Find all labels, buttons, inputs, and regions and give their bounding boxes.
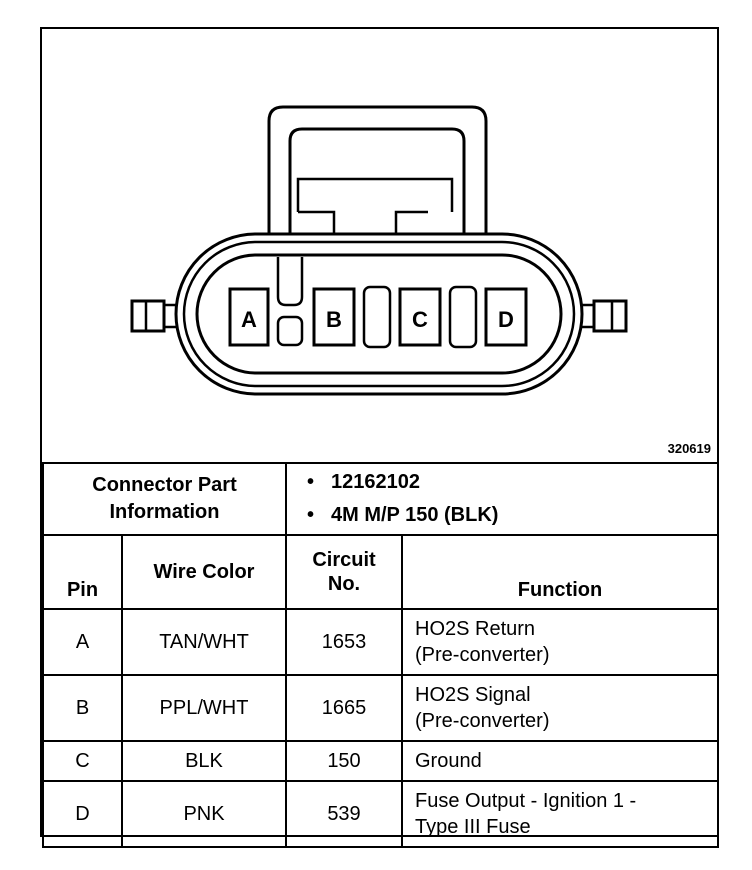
connector-table: Connector Part Information •12162102 •4M…	[42, 462, 720, 848]
connector-frame: A B C D 320619 Connector Part Informatio…	[40, 27, 720, 848]
cell-function: Fuse Output - Ignition 1 - Type III Fuse	[400, 780, 720, 848]
pin-a-label: A	[241, 307, 257, 332]
pin-d-cavity	[484, 287, 528, 347]
pin-b-cavity	[312, 287, 356, 347]
cell-circuit: 1653	[285, 608, 403, 676]
pin-c-label: C	[412, 307, 428, 332]
cell-function: HO2S Signal (Pre-converter)	[400, 674, 720, 742]
cell-pin: A	[42, 608, 123, 676]
cell-function: Ground	[400, 740, 720, 782]
spacer-1	[362, 285, 392, 349]
cell-wire-color: PPL/WHT	[121, 674, 287, 742]
spacer-2	[448, 285, 478, 349]
header-circuit: Circuit No.	[285, 534, 403, 610]
latch-inner	[288, 127, 466, 241]
connector-info-label-line1: Connector Part	[92, 474, 237, 496]
cell-circuit: 1665	[285, 674, 403, 742]
cell-pin: D	[42, 780, 123, 848]
connector-drawing: A B C D	[130, 105, 628, 396]
cell-function: HO2S Return (Pre-converter)	[400, 608, 720, 676]
header-wire-color: Wire Color	[121, 534, 287, 610]
header-pin: Pin	[42, 534, 123, 610]
right-ear	[592, 299, 628, 333]
header-function: Function	[400, 534, 720, 610]
pin-a-cavity	[228, 287, 270, 347]
connector-face	[195, 253, 563, 375]
connector-info-item: •12162102	[307, 471, 420, 493]
figure-id: 320619	[667, 441, 711, 456]
pin-b-label: B	[326, 307, 342, 332]
connector-info-label: Connector Part Information	[42, 462, 287, 536]
connector-info-items: •12162102 •4M M/P 150 (BLK)	[284, 462, 720, 536]
key-slot	[276, 257, 304, 307]
left-ear	[130, 299, 166, 333]
table-row: A TAN/WHT 1653 HO2S Return (Pre-converte…	[42, 608, 720, 676]
cell-pin: C	[42, 740, 123, 782]
table-row: D PNK 539 Fuse Output - Ignition 1 - Typ…	[42, 780, 720, 848]
latch-notch	[296, 177, 454, 241]
cell-pin: B	[42, 674, 123, 742]
pin-d-label: D	[498, 307, 514, 332]
connector-diagram: A B C D 320619	[42, 29, 717, 464]
connector-info-label-line2: Information	[109, 501, 220, 523]
pin-c-cavity	[398, 287, 442, 347]
connector-info-item: •4M M/P 150 (BLK)	[307, 504, 499, 526]
cell-circuit: 150	[285, 740, 403, 782]
table-row: C BLK 150 Ground	[42, 740, 720, 782]
cell-wire-color: PNK	[121, 780, 287, 848]
cell-wire-color: BLK	[121, 740, 287, 782]
table-row: B PPL/WHT 1665 HO2S Signal (Pre-converte…	[42, 674, 720, 742]
cell-wire-color: TAN/WHT	[121, 608, 287, 676]
latch-outer	[267, 105, 488, 241]
cell-circuit: 539	[285, 780, 403, 848]
key-square	[276, 315, 304, 347]
connector-body-mid	[182, 240, 576, 388]
